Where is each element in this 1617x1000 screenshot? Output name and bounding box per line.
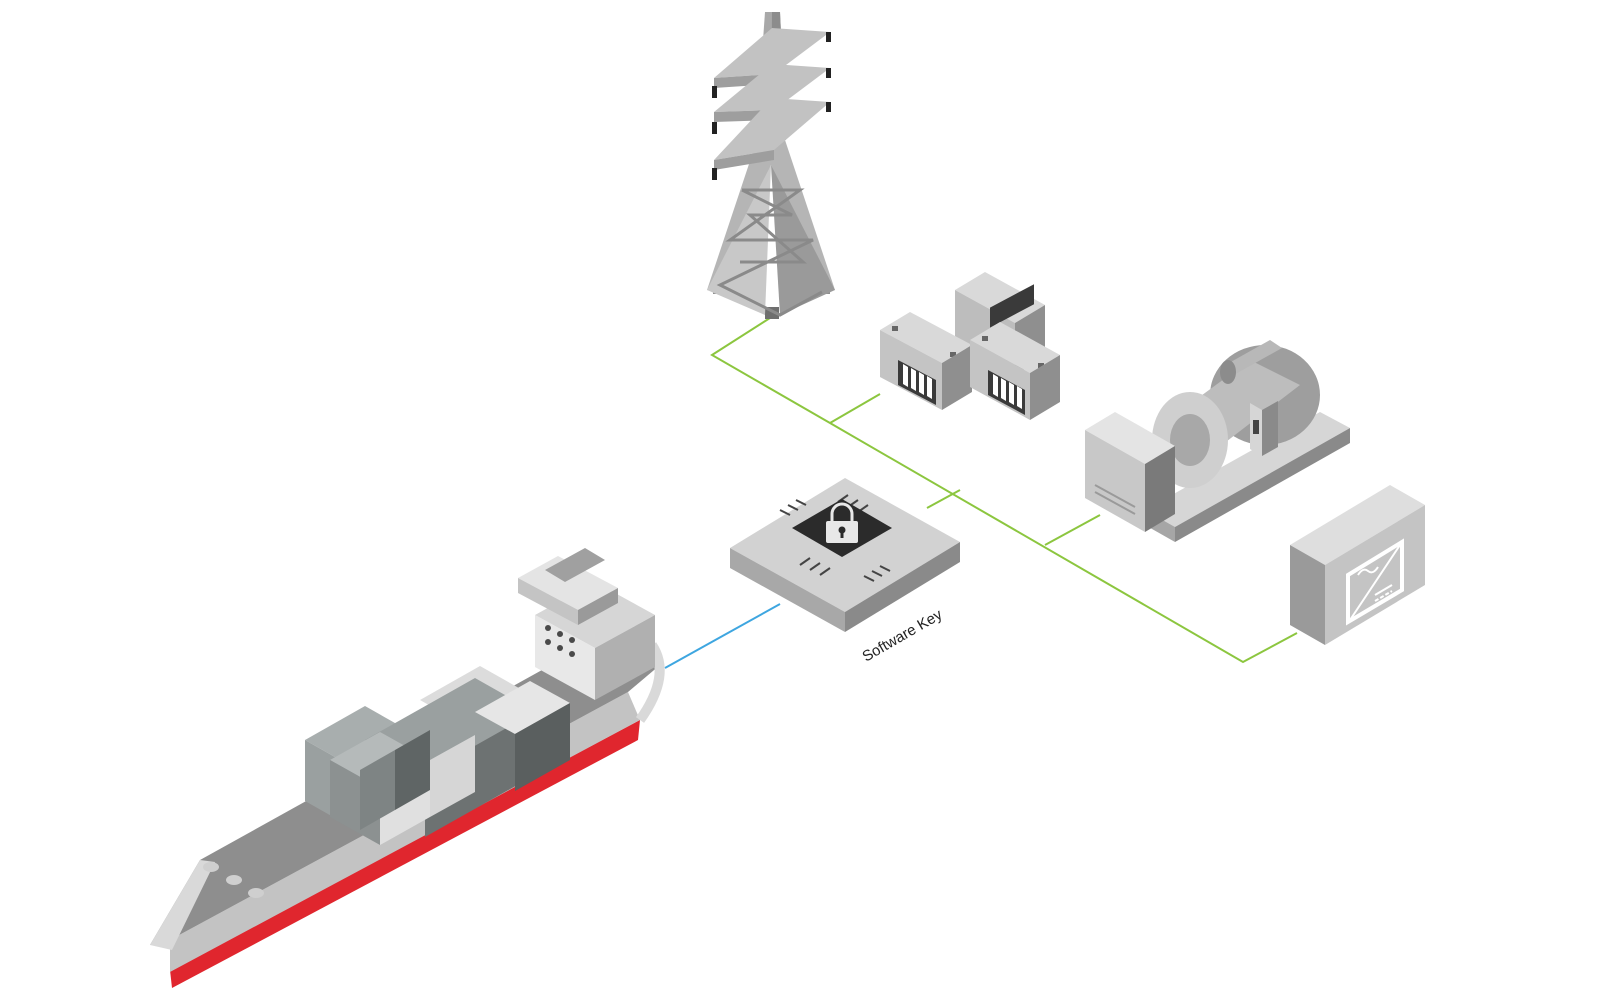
- battery-icon: [970, 322, 1060, 420]
- grid-connection-lines: [710, 317, 1298, 664]
- battery-icon: [880, 312, 972, 410]
- battery-storage: [880, 272, 1060, 420]
- ship-link-line: [664, 603, 781, 669]
- generator-icon: [1085, 340, 1350, 542]
- battery-branch-line: [829, 393, 881, 424]
- software-key-device: Software Key: [730, 478, 960, 665]
- cargo-ship-icon: [150, 548, 665, 988]
- generator-branch-line: [1044, 514, 1101, 546]
- padlock-icon: [826, 502, 858, 543]
- software-key-branch-line: [926, 489, 961, 509]
- ac-dc-converter-icon: [1290, 485, 1425, 645]
- power-pylon-icon: [707, 12, 835, 319]
